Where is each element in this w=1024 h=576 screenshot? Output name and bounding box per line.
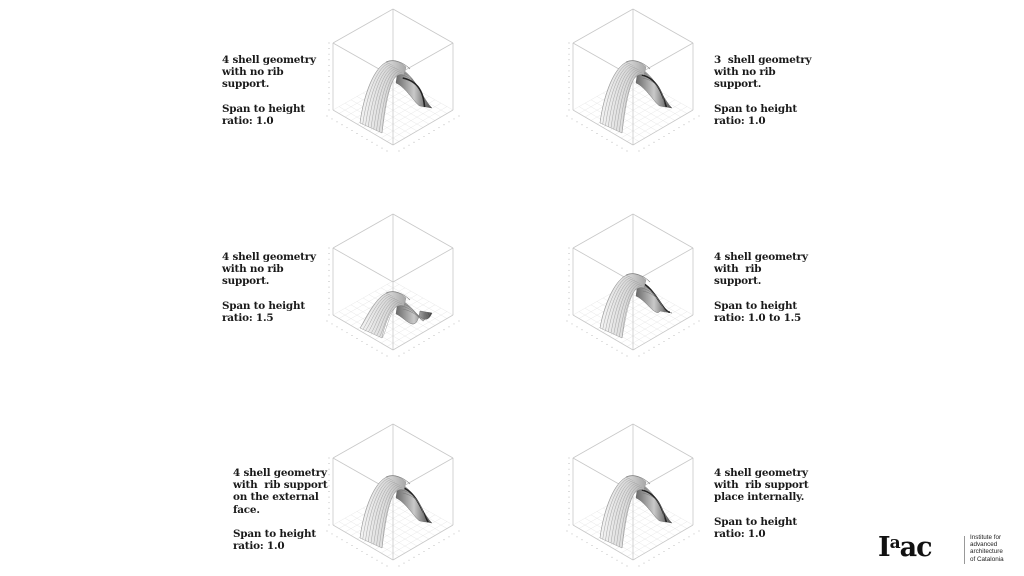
ratio-line: ratio: 1.0 [714,527,766,540]
ratio-line: ratio: 1.5 [222,311,274,324]
caption-line: with rib [714,263,762,276]
caption-panel-5: 4 shell geometry with rib support on the… [233,467,328,552]
plot-panel-1 [320,5,470,161]
ratio-line: ratio: 1.0 [714,114,766,127]
caption-line: with no rib [222,66,284,79]
plot-panel-2 [560,5,710,161]
caption-line: 4 shell geometry [714,251,808,263]
caption-line: with rib support [233,479,328,492]
caption-line: 4 shell geometry [222,54,316,66]
ratio-line: Span to height [222,299,305,312]
plot-panel-4 [560,210,710,366]
caption-panel-2: 3 shell geometry with no rib support. Sp… [714,54,812,127]
ratio-line: Span to height [714,299,797,312]
ratio-line: Span to height [222,102,305,115]
caption-panel-4: 4 shell geometry with rib support. Span … [714,251,808,324]
caption-panel-6: 4 shell geometry with rib support place … [714,467,809,540]
caption-panel-3: 4 shell geometry with no rib support. Sp… [222,251,316,324]
caption-line: support. [714,78,762,91]
ratio-line: Span to height [714,515,797,528]
logo-mark: Iaac [878,532,933,563]
ratio-line: ratio: 1.0 [233,540,285,553]
caption-line: support. [222,78,270,91]
ratio-line: ratio: 1.0 [222,114,274,127]
ratio-line: ratio: 1.0 to 1.5 [714,311,802,324]
caption-line: 4 shell geometry [714,467,808,479]
caption-line: with no rib [222,263,284,276]
caption-line: support. [714,275,762,288]
plot-panel-5 [320,420,470,576]
caption-line: face. [233,503,260,516]
caption-line: with rib support [714,479,809,492]
ratio-line: Span to height [714,102,797,115]
caption-line: on the external [233,491,319,504]
caption-panel-1: 4 shell geometry with no rib support. Sp… [222,54,316,127]
ratio-line: Span to height [233,527,316,540]
caption-line: with no rib [714,66,776,79]
logo-institution-name: Institute for advanced architecture of C… [970,534,1004,563]
caption-line: 4 shell geometry [233,467,327,479]
caption-line: 3 shell geometry [714,54,812,66]
caption-line: support. [222,275,270,288]
logo-divider [964,536,965,564]
plot-panel-3 [320,210,470,366]
caption-line: 4 shell geometry [222,251,316,263]
plot-panel-6 [560,420,710,576]
iaac-logo: Iaac Institute for advanced architecture… [878,532,1018,566]
caption-line: place internally. [714,491,805,504]
